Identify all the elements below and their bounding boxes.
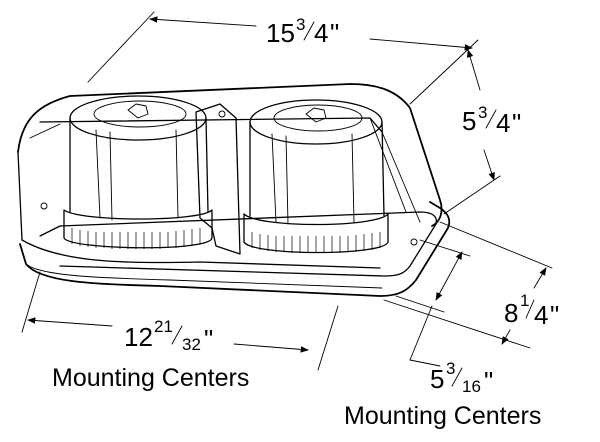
depth-arrow-top [533,267,547,289]
mount-short-leader [409,305,433,361]
mount-long-whole: 12 [124,322,153,352]
height-unit: " [512,108,521,138]
mount-short-leader-foot [409,359,441,367]
beacon-left-cap-inner [93,100,187,128]
mount-long-denominator: 32 [182,335,201,354]
mount-hole-right [410,238,418,246]
length-fraction-slash [303,21,315,41]
mount-short-dimension-label: 5 3 16 " Mounting Centers [344,359,541,430]
beacon-right-body [249,121,385,217]
mount-long-extension-left [21,271,41,333]
mount-short-numerator: 3 [446,359,455,378]
center-divider [195,103,241,255]
dimension-labels: 15 3 4 " 5 3 4 " 8 1 4 " 12 21 32 [52,15,559,430]
beacon-right-cap-clip [305,107,327,123]
depth-whole: 8 [504,298,518,328]
mount-short-whole: 5 [430,364,444,394]
beacon-left-cap-clip [127,103,149,119]
dome-inner-line [29,123,61,139]
depth-fraction-slash [525,299,535,319]
mount-short-fraction-slash [451,367,463,387]
beacon-left-lens-2 [109,131,113,221]
dome-front-left-edge [17,151,23,241]
length-unit: " [330,18,339,48]
dome-inner-top [39,117,383,133]
base-plate-top-edge [39,211,438,277]
length-extension-right [409,39,479,105]
beacon-left [63,95,213,249]
mount-short-extension-top [419,239,471,257]
depth-numerator: 1 [520,291,529,310]
length-extension-left [87,11,155,83]
beacon-right-lens-1 [271,133,277,223]
mount-long-dimension-label: 12 21 32 " Mounting Centers [52,317,249,392]
dome-outline [17,83,443,227]
height-arrow-top [466,49,481,91]
beacon-left-collar [63,209,213,249]
beacon-right-collar [243,213,389,254]
beacon-right [243,99,389,254]
dimension-lines [21,11,553,371]
mount-short-unit: " [484,366,493,396]
length-dimension-label: 15 3 4 " [266,15,339,48]
depth-unit: " [550,300,559,330]
light-bar-housing [17,83,451,297]
beacon-right-lens-3 [351,133,355,223]
mount-long-unit: " [204,324,213,354]
length-denominator: 4 [314,18,328,48]
height-arrow-bottom [483,149,495,181]
mount-short-extension-bottom [395,295,445,313]
depth-denominator: 4 [534,300,548,330]
height-extension-bottom [443,175,501,215]
length-arrow-right [369,38,473,51]
height-numerator: 3 [478,103,487,122]
height-denominator: 4 [496,108,510,138]
divider-hole [218,110,226,118]
length-whole: 15 [266,18,295,48]
beacon-right-cap-inner [273,104,363,132]
base-plate-lip [25,263,383,289]
mount-long-numerator: 21 [154,317,173,336]
mount-hole-left [40,202,48,210]
mount-long-caption: Mounting Centers [52,364,249,392]
dome-right-face [369,117,407,213]
dome-front-bottom [21,239,381,269]
base-plate [19,201,451,297]
depth-dimension-label: 8 1 4 " [504,291,559,330]
height-whole: 5 [462,106,476,136]
mount-long-fraction-slash [171,325,183,345]
beacon-left-lens-1 [95,129,101,219]
beacon-left-collar-ribs [71,228,201,249]
mount-long-arrow-right [233,343,309,353]
mount-long-extension-right [317,305,339,371]
mount-long-arrow-left [27,317,113,327]
beacon-left-body [69,117,209,213]
dome-right-face-2 [381,131,421,223]
height-dimension-label: 5 3 4 " [462,103,521,138]
length-numerator: 3 [296,15,305,34]
mount-short-caption: Mounting Centers [344,402,541,430]
mount-short-arrow [435,251,463,301]
depth-arrow-bottom [501,329,511,345]
beacon-right-lens-2 [285,135,289,225]
height-fraction-slash [485,109,497,129]
mount-short-denominator: 16 [462,377,481,396]
depth-extension-top [439,221,553,269]
beacon-left-lens-3 [175,129,179,219]
beacon-right-collar-ribs [251,232,381,253]
length-arrow-left [149,16,257,27]
